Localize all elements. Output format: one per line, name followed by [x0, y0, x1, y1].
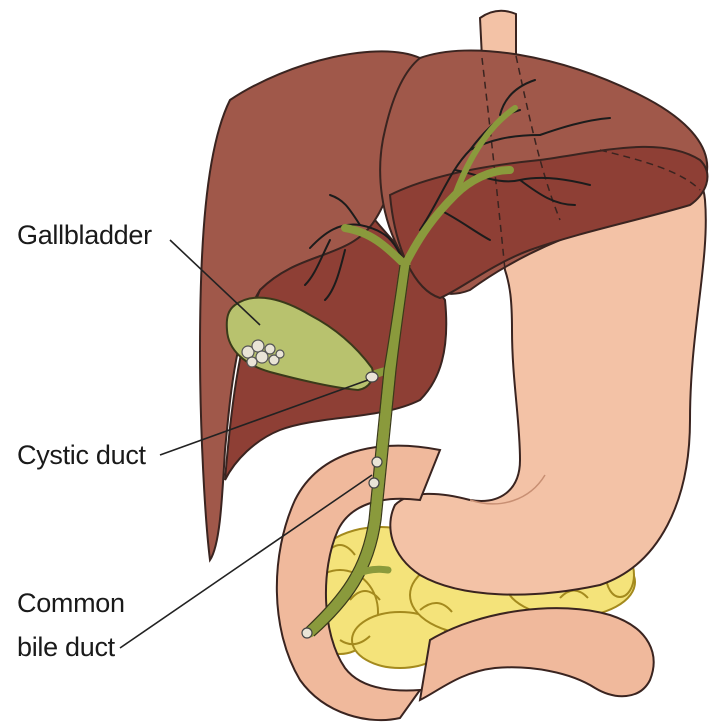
gallbladder-label: Gallbladder [17, 220, 152, 251]
cystic-duct-label: Cystic duct [17, 440, 146, 471]
common-bile-duct-label-line1: Common [17, 588, 125, 619]
common-bile-duct-label-line2: bile duct [17, 632, 115, 663]
